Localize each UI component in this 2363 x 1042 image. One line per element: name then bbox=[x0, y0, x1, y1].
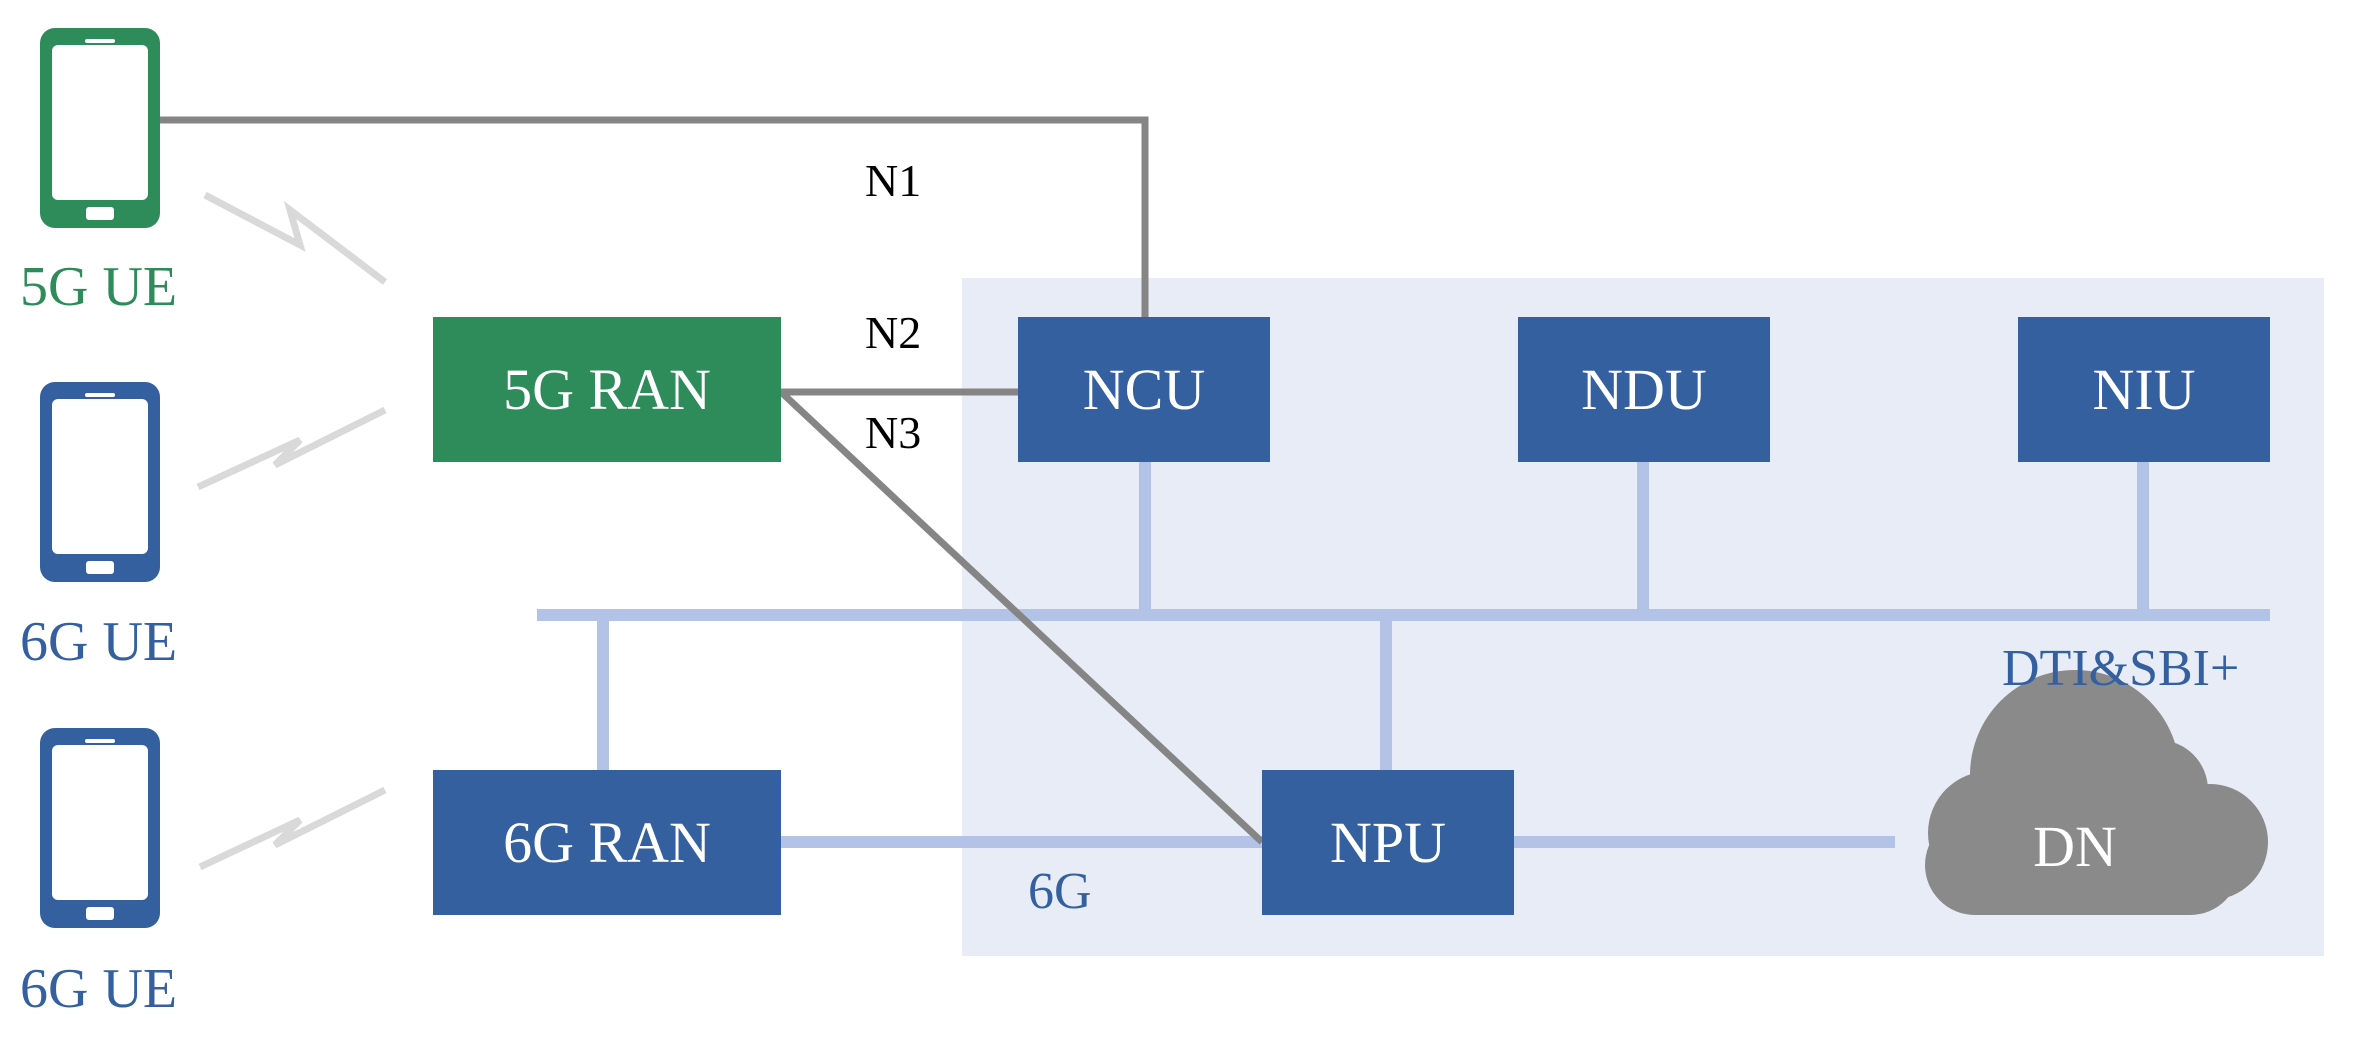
service-bus bbox=[537, 462, 2270, 848]
phone-5g-ue bbox=[40, 28, 160, 228]
data-network-cloud-icon bbox=[1925, 670, 2268, 915]
npu-box bbox=[1262, 770, 1514, 915]
niu-box bbox=[2018, 317, 2270, 462]
n3-link bbox=[778, 389, 1265, 845]
wireless-bolt-icon bbox=[196, 406, 387, 491]
wireless-bolt-icon bbox=[203, 191, 388, 285]
phone-6g-ue-1 bbox=[40, 382, 160, 582]
dn-label: DN bbox=[2033, 814, 2117, 879]
link-6g-label: 6G bbox=[1028, 863, 1092, 920]
n1-label: N1 bbox=[865, 155, 921, 206]
legacy-links bbox=[155, 116, 1265, 845]
ncu-label: NCU bbox=[1083, 357, 1205, 422]
bus-label: DTI&SBI+ bbox=[2002, 640, 2239, 697]
ndu-label: NDU bbox=[1581, 357, 1707, 422]
n1-link bbox=[155, 116, 1149, 318]
ran-6g-label: 6G RAN bbox=[503, 810, 711, 875]
ran-6g-box bbox=[433, 770, 781, 915]
niu-label: NIU bbox=[2092, 357, 2195, 422]
ncu-box bbox=[1018, 317, 1270, 462]
wireless-bolt-icon bbox=[198, 786, 387, 871]
ran-5g-label: 5G RAN bbox=[503, 357, 711, 422]
ue-label-5g: 5G UE bbox=[20, 256, 177, 318]
npu-label: NPU bbox=[1330, 810, 1446, 875]
ue-label-6g-2: 6G UE bbox=[20, 958, 177, 1020]
phone-6g-ue-2 bbox=[40, 728, 160, 928]
n3-label: N3 bbox=[865, 407, 921, 458]
ran-5g-box bbox=[433, 317, 781, 462]
ue-label-6g-1: 6G UE bbox=[20, 611, 177, 673]
ndu-box bbox=[1518, 317, 1770, 462]
n2-label: N2 bbox=[865, 307, 921, 358]
